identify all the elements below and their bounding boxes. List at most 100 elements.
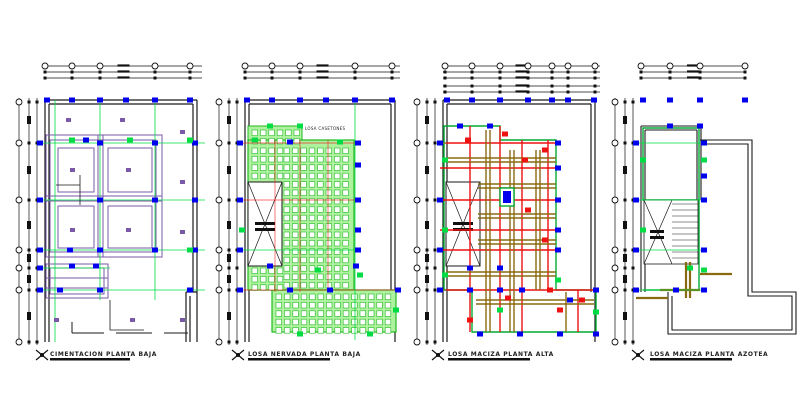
casetone-block: [334, 198, 341, 205]
column-marker: [123, 97, 129, 103]
grid-axis-bubble-icon: [611, 246, 619, 254]
dimension-text: [425, 166, 429, 174]
beam-marker: [579, 297, 585, 303]
casetone-block: [308, 214, 316, 222]
node-marker: [337, 139, 343, 145]
node-marker: [127, 137, 133, 143]
dimension-tick: [227, 288, 231, 292]
casetone-block: [334, 214, 341, 222]
column-marker: [269, 97, 275, 103]
column-marker: [567, 297, 573, 303]
grid-axis-bubble-icon: [215, 338, 223, 346]
dimension-text: [515, 70, 528, 73]
casetone-block: [276, 156, 284, 163]
dimension-tick: [425, 340, 429, 344]
casetone-block: [376, 302, 383, 309]
grid-axis-bubble-icon: [15, 196, 23, 204]
grid-axis-bubble-icon: [15, 264, 23, 272]
casetone-block: [325, 248, 332, 255]
dimension-text: [687, 70, 699, 73]
casetone-block: [317, 172, 324, 180]
casetone-block: [275, 318, 282, 326]
casetone-block: [292, 156, 299, 163]
footing-markers: [54, 118, 185, 322]
sheet-solid-slab-roof: LOSA MACIZA PLANTA AZOTEA: [611, 62, 797, 361]
column-marker: [701, 247, 707, 253]
dimension-tick: [668, 76, 672, 80]
casetone-block: [292, 214, 299, 222]
dimension-tick: [270, 70, 274, 74]
dimension-tick: [623, 248, 627, 252]
dimension-tick: [526, 84, 530, 88]
column-marker: [497, 287, 503, 293]
column-marker: [701, 173, 707, 179]
dimension-text: [27, 116, 31, 124]
dimension-lines: [215, 62, 400, 346]
grid-axis-bubble-icon: [413, 246, 421, 254]
casetone-block: [308, 231, 316, 238]
column-marker: [555, 227, 561, 233]
column-marker: [497, 265, 503, 271]
node-marker: [555, 277, 561, 283]
casetone-block: [351, 302, 358, 309]
grid-axis-bubble-icon: [666, 62, 674, 70]
dimension-tick: [498, 70, 502, 74]
casetone-block: [276, 267, 284, 274]
dimension-text: [515, 76, 528, 79]
dimension-text: [687, 64, 699, 67]
sheet-title-block: LOSA NERVADA PLANTA BAJA: [231, 349, 360, 361]
dimension-tick: [668, 70, 672, 74]
axis-lines: [40, 100, 205, 342]
column-marker: [37, 247, 43, 253]
casetone-block: [268, 138, 275, 145]
casetone-block: [283, 172, 290, 180]
casetone-block: [276, 284, 284, 291]
dimension-tick: [433, 100, 437, 104]
casetone-block: [342, 240, 349, 247]
grid-axis-bubble-icon: [413, 264, 421, 272]
column-marker: [555, 165, 561, 171]
casetone-block: [260, 156, 267, 163]
casetone-block: [283, 256, 290, 264]
column-marker: [701, 197, 707, 203]
dimension-tick: [43, 70, 47, 74]
column-marker: [457, 123, 463, 129]
dimension-text: [425, 116, 429, 124]
casetone-block: [368, 293, 375, 300]
casetone-block: [292, 327, 299, 334]
column-marker: [437, 247, 443, 253]
casetone-block: [317, 223, 324, 230]
casetone-block: [251, 129, 258, 136]
column-marker: [667, 97, 673, 103]
column-marker: [192, 247, 198, 253]
column-marker: [437, 287, 443, 293]
casetone-block: [283, 206, 290, 213]
casetone-block: [384, 327, 392, 334]
column-marker: [355, 140, 361, 146]
dimension-text: [425, 312, 429, 320]
casetone-block: [292, 282, 299, 289]
casetone-block: [293, 138, 300, 145]
column-marker: [67, 247, 73, 253]
grid-axis-bubble-icon: [611, 338, 619, 346]
column-marker: [467, 287, 473, 293]
casetone-block: [300, 293, 308, 300]
dimension-text: [227, 312, 231, 320]
casetone-block: [317, 231, 324, 238]
casetone-block: [326, 327, 333, 334]
dimension-tick: [526, 70, 530, 74]
dimension-tick: [70, 70, 74, 74]
grid-axis-bubble-icon: [215, 196, 223, 204]
dimension-text: [27, 166, 31, 174]
dimension-tick: [353, 70, 357, 74]
dimension-tick: [425, 141, 429, 145]
casetone-block: [283, 198, 290, 205]
grid-axis-bubble-icon: [591, 62, 599, 70]
casetone-block: [292, 206, 299, 213]
column-marker: [477, 331, 483, 337]
column-marker: [69, 97, 75, 103]
dimension-lines: [15, 62, 202, 346]
dimension-tick: [498, 76, 502, 80]
dimension-text: [227, 275, 231, 283]
dimension-tick: [98, 70, 102, 74]
